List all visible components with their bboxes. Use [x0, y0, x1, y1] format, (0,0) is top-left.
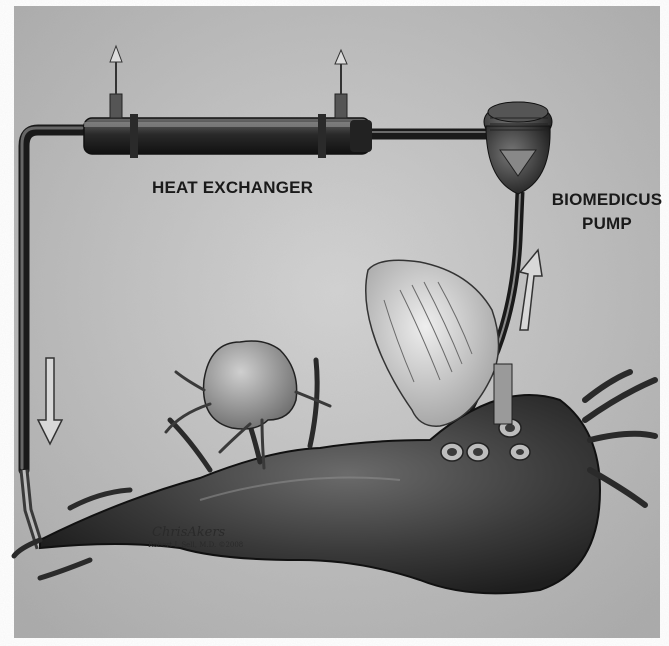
- pump-label-line1: BIOMEDICUS: [548, 188, 666, 212]
- pump-label-line2: PUMP: [548, 212, 666, 236]
- pump-label: BIOMEDICUS PUMP: [548, 188, 666, 236]
- signature-credit: Robert L Sell, M.D. ©2008: [148, 539, 243, 551]
- artist-signature: ChrisAkers Robert L Sell, M.D. ©2008: [152, 527, 243, 551]
- signature-name: ChrisAkers: [152, 527, 243, 539]
- heat-exchanger-label: HEAT EXCHANGER: [152, 178, 313, 198]
